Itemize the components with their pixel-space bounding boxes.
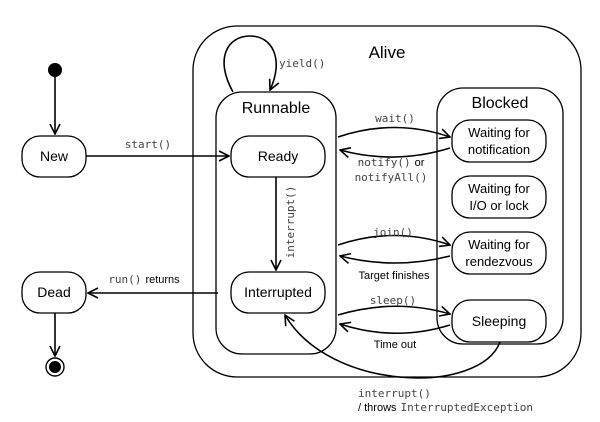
state-sleeping: Sleeping bbox=[451, 299, 547, 343]
arrow-join bbox=[337, 234, 450, 246]
state-waiting-notification-line2: notification bbox=[468, 142, 530, 157]
arrow-sleeping-interrupt bbox=[285, 315, 501, 379]
arrow-yield-loop bbox=[223, 35, 276, 93]
interrupt-bottom-label: interrupt() bbox=[358, 387, 431, 400]
run-returns-code: run() bbox=[108, 273, 141, 286]
arrow-wait bbox=[337, 126, 450, 138]
wait-label: wait() bbox=[375, 112, 415, 125]
state-sleeping-label: Sleeping bbox=[472, 313, 527, 329]
state-waiting-io: Waiting for I/O or lock bbox=[451, 175, 547, 219]
state-new-label: New bbox=[40, 148, 69, 164]
state-waiting-rendezvous-line2: rendezvous bbox=[465, 254, 533, 269]
state-ready: Ready bbox=[230, 135, 326, 178]
interrupt-vertical-label: interrupt() bbox=[284, 186, 297, 259]
arrow-notify bbox=[340, 148, 451, 157]
run-returns-text: returns bbox=[145, 274, 180, 286]
notify-label-line1: notify() or bbox=[358, 156, 425, 169]
blocked-label: Blocked bbox=[472, 95, 529, 112]
initial-state-dot bbox=[48, 63, 62, 77]
state-waiting-io-line2: I/O or lock bbox=[469, 198, 529, 213]
notify-all-label: notifyAll() bbox=[355, 171, 428, 184]
state-waiting-notification: Waiting for notification bbox=[451, 119, 547, 163]
state-dead-label: Dead bbox=[37, 284, 70, 300]
arrow-target-finishes bbox=[340, 256, 451, 263]
start-label: start() bbox=[125, 138, 171, 151]
yield-label: yield() bbox=[279, 57, 325, 70]
state-interrupted: Interrupted bbox=[230, 271, 326, 314]
final-state-dot bbox=[49, 361, 61, 373]
sleep-label: sleep() bbox=[370, 294, 416, 307]
throws-exception: InterruptedException bbox=[401, 401, 533, 414]
state-waiting-rendezvous: Waiting for rendezvous bbox=[451, 231, 547, 275]
arrow-sleep bbox=[337, 305, 450, 315]
state-interrupted-label: Interrupted bbox=[244, 284, 312, 300]
throws-label: / throws InterruptedException bbox=[358, 401, 533, 414]
state-waiting-rendezvous-line1: Waiting for bbox=[468, 237, 530, 252]
state-new: New bbox=[21, 135, 87, 178]
target-finishes-label: Target finishes bbox=[359, 270, 430, 282]
alive-label: Alive bbox=[369, 43, 406, 62]
notify-or: or bbox=[415, 157, 425, 169]
arrow-time-out bbox=[340, 324, 451, 335]
state-waiting-notification-line1: Waiting for bbox=[468, 125, 530, 140]
throws-text: / throws bbox=[358, 402, 397, 414]
join-label: join() bbox=[373, 226, 413, 239]
notify-code: notify() bbox=[358, 156, 411, 169]
run-returns-label: run() returns bbox=[108, 273, 180, 286]
state-ready-label: Ready bbox=[258, 148, 298, 164]
state-waiting-io-line1: Waiting for bbox=[468, 181, 530, 196]
state-dead: Dead bbox=[21, 271, 87, 314]
time-out-label: Time out bbox=[374, 339, 416, 351]
runnable-label: Runnable bbox=[242, 100, 311, 117]
